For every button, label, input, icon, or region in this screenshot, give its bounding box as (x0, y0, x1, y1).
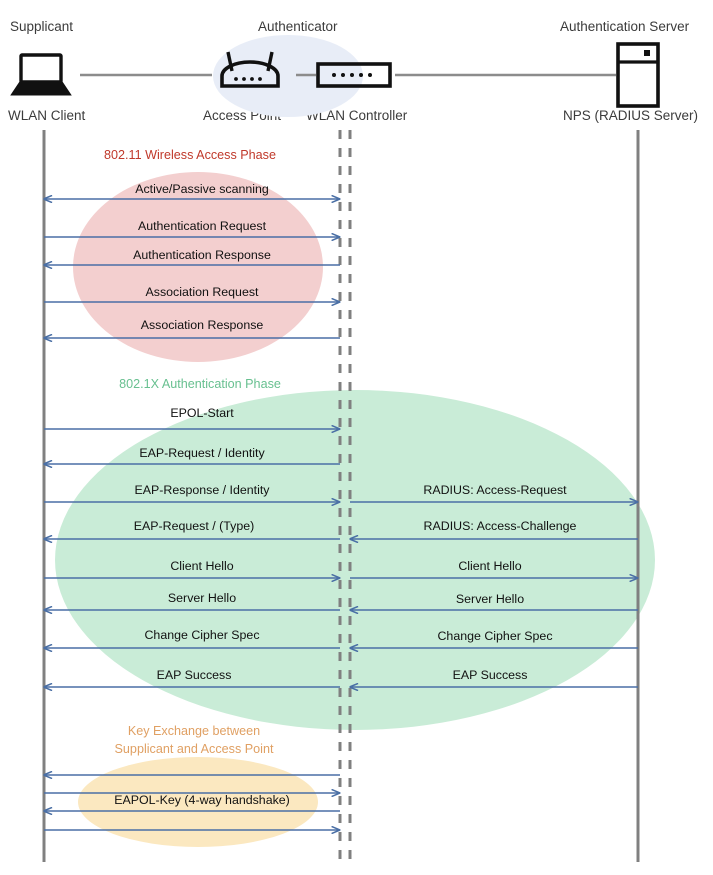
device-label-nps-radius-server: NPS (RADIUS Server) (563, 108, 699, 123)
message-label-eap-success-right: EAP Success (452, 668, 528, 682)
message-label-eap-request-identity: EAP-Request / Identity (139, 446, 265, 460)
message-label-eap-success-left: EAP Success (156, 668, 232, 682)
laptop-icon (10, 53, 72, 96)
phase-title-key-exchange-line1: Key Exchange between (127, 724, 261, 738)
role-title-supplicant: Supplicant (10, 19, 74, 34)
message-label-radius-access-request: RADIUS: Access-Request (423, 483, 567, 497)
access-point-icon (220, 51, 280, 88)
device-label-wlan-controller: WLAN Controller (306, 108, 408, 123)
phase-title-key-exchange-line2: Supplicant and Access Point (114, 742, 274, 756)
authenticator-group-ellipse (213, 35, 363, 117)
phase-title-key-exchange: Key Exchange between Supplicant and Acce… (115, 722, 274, 758)
message-label-client-hello-right: Client Hello (458, 559, 522, 573)
message-label-epol-start: EPOL-Start (170, 406, 234, 420)
message-label-server-hello-left: Server Hello (167, 591, 237, 605)
device-label-wlan-client: WLAN Client (8, 108, 86, 123)
message-label-eap-request-type: EAP-Request / (Type) (133, 519, 255, 533)
message-label-radius-access-challenge: RADIUS: Access-Challenge (423, 519, 577, 533)
message-label-association-request: Association Request (145, 285, 259, 299)
message-label-eap-response-identity: EAP-Response / Identity (134, 483, 270, 497)
phase-80211-ellipse (73, 172, 323, 362)
phase-title-8021x: 802.1X Authentication Phase (119, 377, 281, 391)
message-label-server-hello-right: Server Hello (455, 592, 525, 606)
message-label-authentication-response: Authentication Response (133, 248, 271, 262)
phase-8021x-ellipse (55, 390, 655, 730)
message-label-association-response: Association Response (140, 318, 264, 332)
wlan-controller-icon (316, 62, 392, 88)
message-label-authentication-request: Authentication Request (137, 219, 267, 233)
message-label-change-cipher-spec-right: Change Cipher Spec (437, 629, 553, 643)
role-title-authentication-server: Authentication Server (560, 19, 690, 34)
phase-title-80211: 802.11 Wireless Access Phase (104, 148, 276, 162)
message-label-change-cipher-spec-left: Change Cipher Spec (144, 628, 260, 642)
message-label-client-hello-left: Client Hello (170, 559, 234, 573)
message-label-active-passive-scanning: Active/Passive scanning (135, 182, 269, 196)
message-label-eapol-key: EAPOL-Key (4-way handshake) (114, 793, 290, 807)
server-icon (616, 42, 660, 108)
role-title-authenticator: Authenticator (258, 19, 338, 34)
phase-key-exchange-ellipse (78, 757, 318, 847)
